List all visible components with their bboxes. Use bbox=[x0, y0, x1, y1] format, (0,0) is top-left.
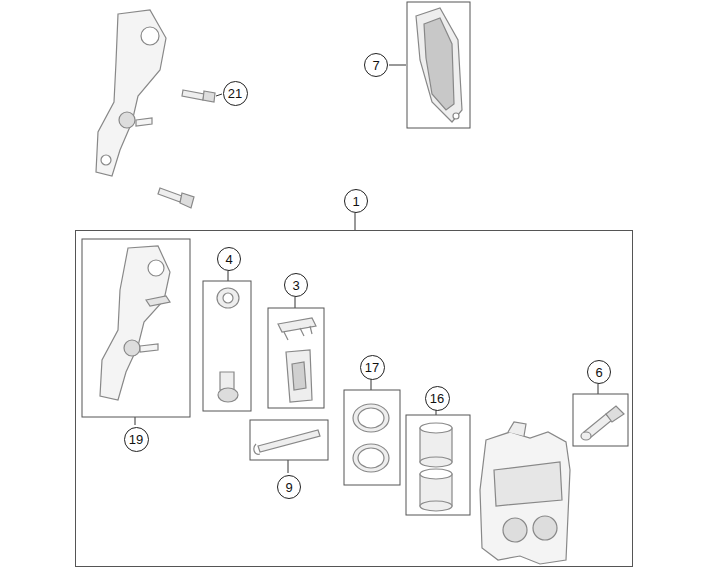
brake-pad bbox=[416, 8, 462, 122]
piston-seals bbox=[353, 444, 389, 472]
pin bbox=[258, 430, 320, 452]
seal-and-bolt bbox=[217, 288, 239, 308]
pad-spring bbox=[278, 318, 316, 332]
leader-lines bbox=[216, 94, 222, 96]
seal-and-bolt bbox=[220, 372, 234, 390]
piston-seals bbox=[353, 404, 389, 472]
callout-circle: 1 bbox=[344, 189, 368, 213]
callout-number: 21 bbox=[228, 87, 242, 100]
callout-number: 16 bbox=[430, 392, 444, 405]
bolt bbox=[180, 193, 194, 208]
callout-number: 9 bbox=[285, 481, 292, 494]
pistons bbox=[420, 423, 452, 511]
part-frames bbox=[250, 420, 328, 460]
bleeder-valve bbox=[581, 432, 591, 440]
leader-lines bbox=[598, 384, 599, 394]
bolt bbox=[158, 188, 182, 202]
seal-and-bolt bbox=[217, 288, 239, 402]
pistons bbox=[420, 457, 452, 467]
callout-number: 4 bbox=[225, 253, 232, 266]
seal-and-bolt bbox=[223, 293, 233, 303]
part-frames bbox=[407, 2, 470, 128]
brake-bracket bbox=[140, 344, 158, 352]
seal-and-bolt bbox=[218, 388, 238, 402]
pistons bbox=[420, 469, 452, 479]
callout-circle: 6 bbox=[587, 360, 611, 384]
part-frames bbox=[573, 394, 628, 446]
leader-lines bbox=[295, 297, 296, 308]
part-frames bbox=[406, 415, 470, 515]
brake-bracket bbox=[146, 296, 170, 306]
bleeder-valve bbox=[581, 406, 624, 440]
bolt bbox=[203, 91, 215, 102]
brake-bracket bbox=[101, 155, 111, 165]
leader-lines bbox=[228, 271, 229, 281]
brake-bracket bbox=[96, 10, 166, 176]
leader-lines bbox=[135, 417, 136, 425]
callout-circle: 21 bbox=[223, 81, 248, 106]
brake-bracket bbox=[100, 246, 170, 400]
brake-pad bbox=[453, 113, 459, 119]
caliper-body bbox=[533, 516, 557, 540]
brake-bracket bbox=[100, 246, 170, 400]
caliper-body bbox=[480, 422, 570, 564]
callout-circle: 17 bbox=[360, 355, 385, 380]
brake-bracket bbox=[96, 10, 166, 176]
callout-circle: 7 bbox=[364, 53, 388, 77]
callout-circle: 9 bbox=[277, 475, 301, 499]
bleeder-valve bbox=[606, 406, 624, 422]
brake-pad bbox=[424, 18, 454, 110]
kit-frame: 14317616199 bbox=[75, 230, 633, 567]
piston-seals bbox=[358, 408, 384, 428]
callout-number: 7 bbox=[372, 59, 379, 72]
leader-lines bbox=[436, 410, 437, 415]
piston-seals bbox=[353, 404, 389, 432]
brake-bracket bbox=[141, 27, 159, 45]
callout-number: 1 bbox=[352, 195, 359, 208]
leader-lines bbox=[135, 65, 598, 473]
brake-bracket bbox=[124, 340, 140, 356]
callout-number: 17 bbox=[365, 361, 379, 374]
callout-number: 6 bbox=[595, 366, 602, 379]
pistons bbox=[420, 501, 452, 511]
leader-lines bbox=[371, 379, 372, 390]
pad-spring bbox=[292, 362, 306, 390]
callout-circle: 16 bbox=[425, 386, 450, 411]
pad-spring bbox=[284, 326, 312, 340]
piston-seals bbox=[358, 448, 384, 468]
leader-lines bbox=[355, 213, 356, 230]
brake-bracket bbox=[136, 118, 152, 126]
bolt bbox=[158, 90, 215, 208]
caliper-body bbox=[494, 462, 562, 506]
pistons bbox=[420, 423, 452, 433]
caliper-body bbox=[508, 422, 526, 436]
bolt bbox=[182, 90, 204, 100]
part-frames bbox=[344, 390, 400, 485]
pin bbox=[254, 444, 260, 454]
part-frames bbox=[268, 308, 324, 408]
callout-circle: 3 bbox=[284, 273, 308, 297]
caliper-body bbox=[503, 518, 527, 542]
brake-pad bbox=[416, 8, 462, 122]
callout-circle: 4 bbox=[217, 247, 241, 271]
brake-bracket bbox=[148, 260, 164, 276]
leader-lines bbox=[288, 460, 289, 473]
brake-bracket bbox=[119, 112, 135, 128]
pad-spring bbox=[286, 350, 312, 402]
caliper-body bbox=[480, 432, 570, 564]
callout-circle: 19 bbox=[124, 427, 149, 452]
callout-number: 19 bbox=[129, 433, 143, 446]
leader-lines bbox=[389, 65, 406, 66]
part-frames bbox=[203, 281, 251, 411]
part-frames bbox=[82, 239, 190, 417]
callout-number: 3 bbox=[292, 279, 299, 292]
pad-spring bbox=[278, 318, 316, 402]
pin bbox=[254, 430, 320, 454]
